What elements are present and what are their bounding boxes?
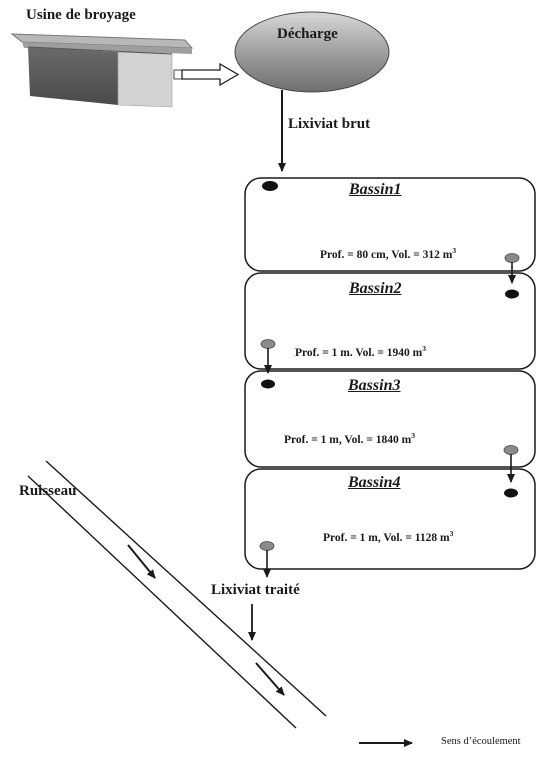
- bassin1-inlet-marker: [262, 181, 278, 191]
- bassin4-specs: Prof. = 1 m, Vol. = 1128 m3: [323, 529, 454, 544]
- stream-channel: [27, 460, 327, 729]
- stream-flow-arrow-upper: [127, 544, 156, 579]
- stream-label: Ruisseau: [19, 483, 77, 499]
- bassin3-title: Bassin3: [348, 377, 401, 394]
- bassin4-title: Bassin4: [348, 474, 401, 491]
- bassin1-title: Bassin1: [349, 181, 402, 198]
- crushing-plant-label: Usine de broyage: [26, 7, 136, 23]
- plant-to-landfill-arrow: [173, 62, 240, 87]
- raw-leachate-label: Lixiviat brut: [288, 116, 371, 132]
- bassin3-specs: Prof. = 1 m, Vol. = 1840 m3: [284, 431, 416, 446]
- crushing-plant-building: [10, 33, 194, 108]
- bassin1-to-bassin2-connector: [504, 253, 520, 299]
- landfill-label: Décharge: [277, 26, 338, 42]
- bassin2-rect: [244, 272, 536, 370]
- treated-leachate-label: Lixiviat traité: [211, 582, 300, 598]
- landfill-ellipse: [234, 11, 390, 93]
- bassin3-to-bassin4-connector: [503, 445, 519, 498]
- bassin4-outlet-connector: [259, 541, 275, 578]
- stream-flow-arrow-lower: [255, 662, 285, 696]
- legend-flow-direction-label: Sens d’écoulement: [441, 736, 521, 747]
- bassin4-rect: [244, 468, 536, 570]
- bassin1-specs: Prof. = 80 cm, Vol. = 312 m3: [320, 246, 457, 261]
- bassin2-specs: Prof. = 1 m. Vol. = 1940 m3: [295, 344, 427, 359]
- bassin2-title: Bassin2: [349, 280, 402, 297]
- bassin3-rect: [244, 370, 536, 468]
- bassin1-rect: [244, 177, 536, 272]
- bassin2-to-bassin3-connector: [260, 339, 276, 389]
